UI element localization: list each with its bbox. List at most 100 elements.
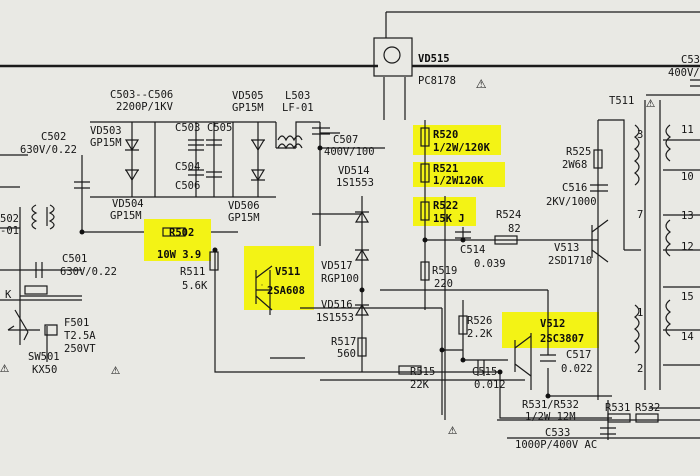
- label-vd506-ref: VD506: [228, 200, 260, 212]
- label-r531-r532-ref: R531/R532: [522, 399, 579, 411]
- highlight-r521: [413, 162, 505, 187]
- capacitor-c505: [206, 139, 222, 146]
- pin-number: 7: [637, 209, 643, 221]
- label-r524-ref: R524: [496, 209, 521, 221]
- warning-icon: ⚠: [448, 420, 457, 438]
- label-l502-ref: 502: [0, 213, 19, 225]
- transistor-v511: [255, 265, 273, 311]
- label-vd516-part: 1S1553: [316, 312, 354, 324]
- label-r521-value: 1/2W120K: [433, 175, 484, 187]
- transistor-v513: [591, 219, 609, 263]
- label-r515-ref: R515: [410, 366, 435, 378]
- highlight-v512: [502, 312, 599, 348]
- label-c517-ref: C517: [566, 349, 591, 361]
- label-vd515-ref: VD515: [418, 53, 450, 65]
- inductor-l503: [277, 135, 303, 150]
- component-symbols: [7, 79, 700, 435]
- diode-vd517: [354, 248, 370, 261]
- capacitor-c533: [600, 427, 616, 435]
- label-c501-value: 630V/0.22: [60, 266, 117, 278]
- capacitor-c517: [540, 354, 556, 362]
- component-labels: VD515 PC8178 C503--C506 2200P/1KV VD505 …: [0, 53, 700, 451]
- label-c503-ref: C503: [175, 122, 200, 134]
- diode-vd514: [354, 210, 370, 223]
- capacitor-c504: [188, 169, 204, 176]
- label-r517-ref: R517: [331, 336, 356, 348]
- label-v511-part: 2SA608: [267, 285, 305, 297]
- label-v512-ref: V512: [540, 318, 565, 330]
- capacitor-c503: [188, 139, 204, 151]
- pin-number: 10: [681, 171, 694, 183]
- pin-number: 2: [637, 363, 643, 375]
- inductor-l502: [31, 204, 55, 230]
- resistor-r531-body: [607, 413, 631, 423]
- pin-number: 12: [681, 241, 694, 253]
- label-r525-value: 2W68: [562, 159, 587, 171]
- pin-number: 14: [681, 331, 694, 343]
- label-l503-ref: L503: [285, 90, 310, 102]
- label-c504-ref: C504: [175, 161, 200, 173]
- label-c502-ref: C502: [41, 131, 66, 143]
- label-vd503-ref: VD503: [90, 125, 122, 137]
- diode-vd503: [124, 139, 140, 152]
- pin-number: 13: [681, 210, 694, 222]
- fuse-f501: [44, 324, 58, 336]
- label-c514-value: 0.039: [474, 258, 506, 270]
- pin-number: 1: [637, 307, 643, 319]
- label-c507-value: 400V/100: [324, 146, 375, 158]
- label-r526-ref: R526: [467, 315, 492, 327]
- label-c514-ref: C514: [460, 244, 485, 256]
- label-vd515-part: PC8178: [418, 75, 456, 87]
- label-v513-part: 2SD1710: [548, 255, 592, 267]
- circuit-wiring: [0, 11, 700, 440]
- resistor-r515: [398, 365, 422, 375]
- diode-vd506: [250, 169, 266, 182]
- label-r531-r532-value: 1/2W 12M: [525, 411, 576, 423]
- label-c505-ref: C505: [207, 122, 232, 134]
- label-r511-ref: R511: [180, 266, 205, 278]
- warning-icon: ⚠: [646, 93, 655, 111]
- label-r519-ref: R519: [432, 265, 457, 277]
- label-v512-part: 2SC3807: [540, 333, 584, 345]
- label-r517-value: 560: [337, 348, 356, 360]
- warning-icon: ⚠: [0, 358, 9, 376]
- label-c533-ref: C533: [545, 427, 570, 439]
- warning-icon: ⚠: [111, 360, 120, 378]
- label-sw501-part: KX50: [32, 364, 57, 376]
- capacitor-c506: [206, 171, 222, 178]
- label-c502-value: 630V/0.22: [20, 144, 77, 156]
- diode-vd504: [124, 169, 140, 182]
- label-c533-value: 1000P/400V AC: [515, 439, 597, 451]
- resistor-r532-body: [635, 413, 659, 423]
- label-f501-value: T2.5A: [64, 330, 96, 342]
- switch-sw501: [7, 309, 29, 341]
- label-r524-value: 82: [508, 223, 521, 235]
- label-vd516-ref: VD516: [321, 299, 353, 311]
- label-r502-ref: R502: [169, 227, 194, 239]
- resistor-r526: [458, 315, 468, 335]
- transformer-t511: [634, 124, 671, 354]
- resistor-r519: [420, 261, 430, 281]
- capacitor-c515: [477, 360, 485, 376]
- label-vd504-part: GP15M: [110, 210, 142, 222]
- capacitor-c502: [74, 181, 90, 189]
- label-r521-ref: R521: [433, 163, 458, 175]
- label-r531-ref: R531: [605, 402, 630, 414]
- label-c503-506-value: 2200P/1KV: [116, 101, 174, 113]
- label-r522-ref: R522: [433, 200, 458, 212]
- label-l503-part: LF-01: [282, 102, 314, 114]
- label-r526-value: 2.2K: [467, 328, 493, 340]
- label-vd505-part: GP15M: [232, 102, 264, 114]
- label-vd514-ref: VD514: [338, 165, 370, 177]
- label-f501-rating: 250VT: [64, 343, 96, 355]
- transistor-v512: [514, 335, 532, 377]
- label-c516-ref: C516: [562, 182, 587, 194]
- resistor-r522: [420, 201, 430, 221]
- resistor-r511: [209, 251, 219, 271]
- warning-icon: ⚠: [476, 73, 486, 93]
- resistor-r520: [420, 127, 430, 147]
- resistor-r521: [420, 163, 430, 183]
- label-c503-506-ref: C503--C506: [110, 89, 173, 101]
- label-vd506-part: GP15M: [228, 212, 260, 224]
